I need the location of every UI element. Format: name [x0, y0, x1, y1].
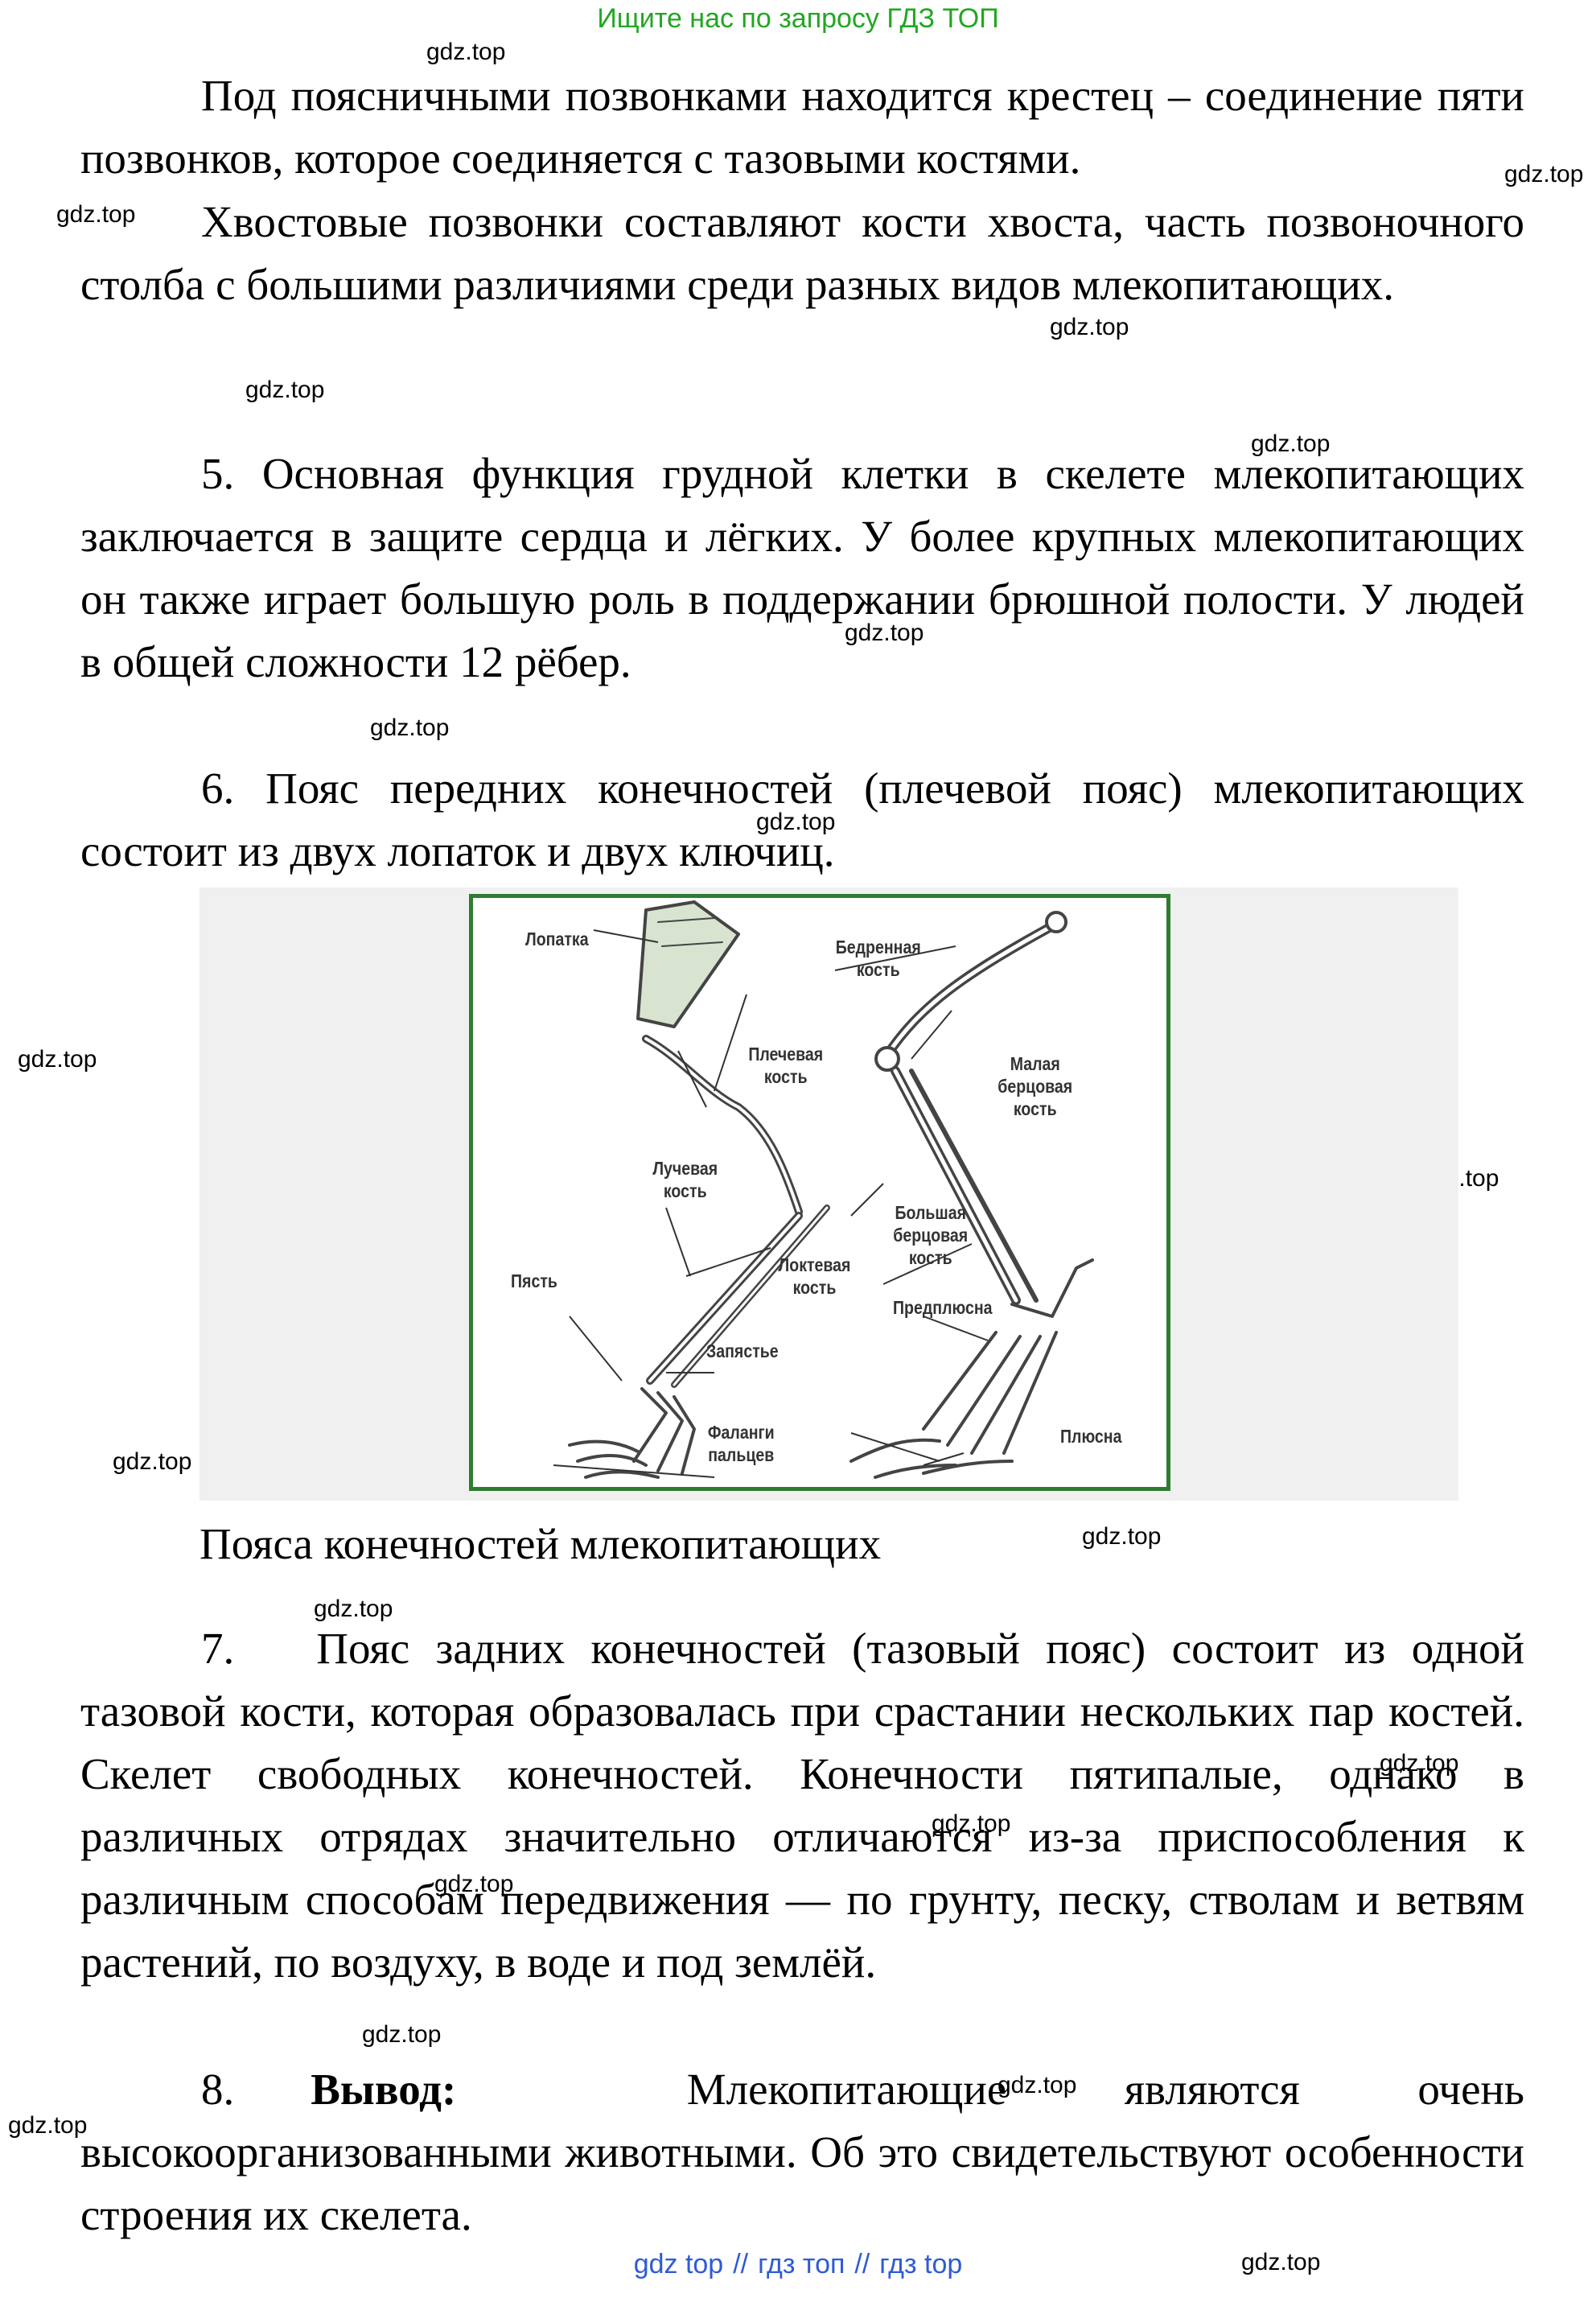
paragraph-ribcage: 5. Основная функция грудной клетки в ске…	[80, 449, 1524, 686]
paragraph-number: 7.	[201, 1624, 235, 1673]
footer-link-gdz-top[interactable]: gdz top	[633, 2249, 724, 2279]
watermark: gdz.top	[426, 39, 506, 65]
limb-girdles-figure: Лопатка Плечевая кость Лучевая кость Лок…	[200, 887, 1458, 1501]
footer-link-gdz-top-mixed[interactable]: гдз top	[879, 2249, 963, 2279]
watermark: gdz.top	[1241, 2249, 1321, 2275]
figure-frame	[469, 894, 1170, 1491]
watermark: gdz.top	[1082, 1523, 1162, 1550]
label-metatarsus: Плюсна	[1060, 1426, 1122, 1447]
fibula-bone	[909, 1069, 1039, 1303]
figure-caption: Пояса конечностей млекопитающих	[200, 1519, 882, 1568]
watermark: gdz.top	[434, 1871, 514, 1897]
paragraph-conclusion: 8. Вывод: Млекопитающие являются очень вы…	[80, 2058, 1524, 2246]
label-carpus: Запястье	[706, 1340, 779, 1361]
watermark: gdz.top	[1050, 314, 1129, 340]
paragraph-text: Млекопитающие являются очень высокоорган…	[80, 2065, 1524, 2239]
watermark: gdz.top	[56, 201, 136, 228]
watermark: gdz.top	[245, 377, 325, 403]
watermark: gdz.top	[370, 714, 450, 741]
watermark: gdz.top	[1504, 161, 1584, 187]
label-tarsus: Предплюсна	[893, 1297, 993, 1318]
watermark: gdz.top	[998, 2072, 1077, 2098]
footer-links: gdz top // гдз топ // гдз top	[0, 2249, 1596, 2280]
watermark: gdz.top	[1251, 430, 1331, 457]
paragraph-sacrum: Под поясничными позвонками находится кре…	[80, 71, 1524, 183]
label-tibia: Большая берцовая кость	[893, 1202, 969, 1268]
label-ulna: Локтевая кость	[778, 1254, 851, 1298]
watermark: gdz.top	[314, 1596, 393, 1622]
label-metacarpus: Пясть	[511, 1270, 557, 1291]
label-femur: Бедренная кость	[835, 937, 921, 980]
watermark: gdz.top	[932, 1810, 1011, 1837]
watermark: gdz.top	[18, 1046, 97, 1073]
label-phalanges: Фаланги пальцев	[707, 1422, 775, 1465]
paragraph-pelvic-girdle: 7.Пояс задних конечностей (тазовый пояс)…	[80, 1617, 1524, 1994]
label-scapula: Лопатка	[525, 929, 589, 949]
conclusion-label: Вывод:	[311, 2065, 457, 2114]
paragraph-tail-vertebrae: Хвостовые позвонки составляют кости хвос…	[80, 197, 1524, 309]
footer-separator: //	[854, 2249, 870, 2279]
label-fibula: Малая берцовая кость	[998, 1053, 1073, 1119]
label-humerus: Плечевая кость	[748, 1044, 824, 1087]
top-banner[interactable]: Ищите нас по запросу ГДЗ ТОП	[597, 3, 999, 34]
watermark: gdz.top	[362, 2021, 442, 2048]
scapula-bone	[636, 900, 740, 1028]
watermark: gdz.top	[8, 2112, 88, 2139]
limb-skeleton-drawing	[553, 900, 1094, 1479]
watermark: gdz.top	[845, 620, 924, 646]
paragraph-text: Пояс задних конечностей (тазовый пояс) с…	[80, 1624, 1524, 1987]
footer-link-gdz-top-ru[interactable]: гдз топ	[758, 2249, 845, 2279]
footer-separator: //	[733, 2249, 749, 2279]
paragraph-number: 8.	[201, 2065, 235, 2114]
watermark: gdz.top	[756, 809, 836, 835]
label-radius: Лучевая кость	[652, 1158, 718, 1201]
watermark: gdz.top	[1380, 1750, 1459, 1777]
watermark: gdz.top	[113, 1448, 192, 1475]
paragraph-shoulder-girdle: 6. Пояс передних конечностей (плечевой п…	[80, 764, 1524, 875]
